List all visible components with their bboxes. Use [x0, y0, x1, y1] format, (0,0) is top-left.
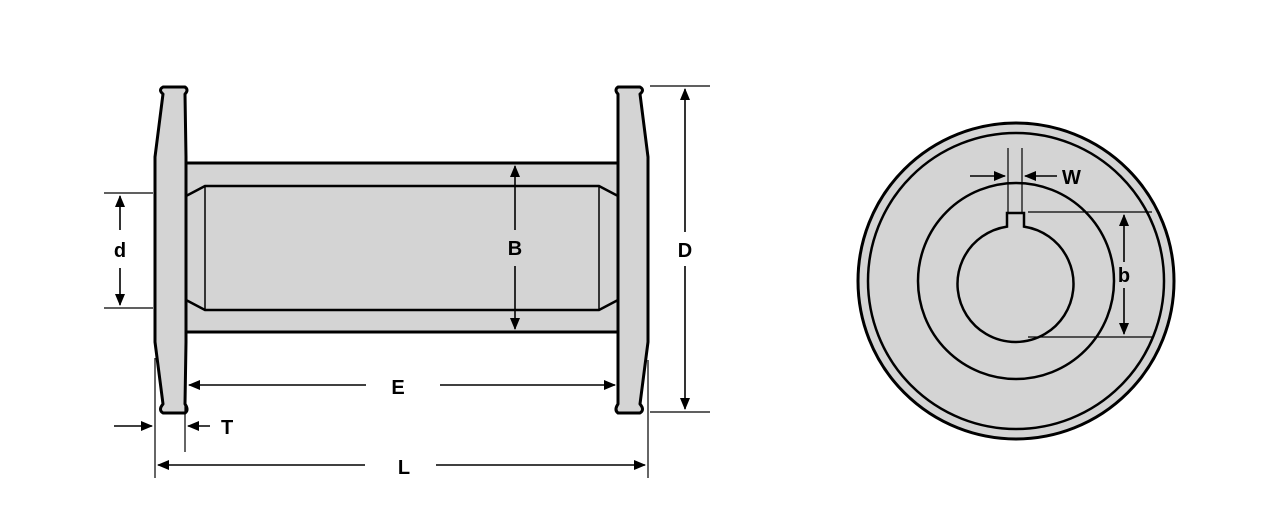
end-view: [856, 121, 1176, 441]
right-flange: [614, 85, 650, 415]
label-E: E: [391, 377, 404, 399]
side-view: [153, 85, 650, 415]
label-D: D: [678, 240, 692, 262]
dimension-E: E: [188, 377, 616, 399]
label-B: B: [508, 238, 522, 260]
dimension-d: d: [104, 192, 153, 309]
keyway-bore: [956, 211, 1075, 344]
dimension-D: D: [650, 85, 710, 413]
flange-rim: [866, 131, 1166, 431]
left-flange: [153, 85, 189, 415]
label-T: T: [221, 417, 233, 439]
dimension-L: L: [157, 360, 649, 479]
dimension-B: B: [508, 165, 522, 330]
dimension-W: W: [970, 148, 1081, 213]
label-b: b: [1118, 265, 1130, 287]
bore: [184, 184, 620, 312]
dimension-b: b: [1028, 211, 1152, 338]
label-L: L: [398, 457, 410, 479]
dimension-T: T: [114, 358, 233, 478]
label-W: W: [1062, 167, 1081, 189]
label-d: d: [114, 240, 126, 262]
barrel-circle: [916, 181, 1116, 381]
